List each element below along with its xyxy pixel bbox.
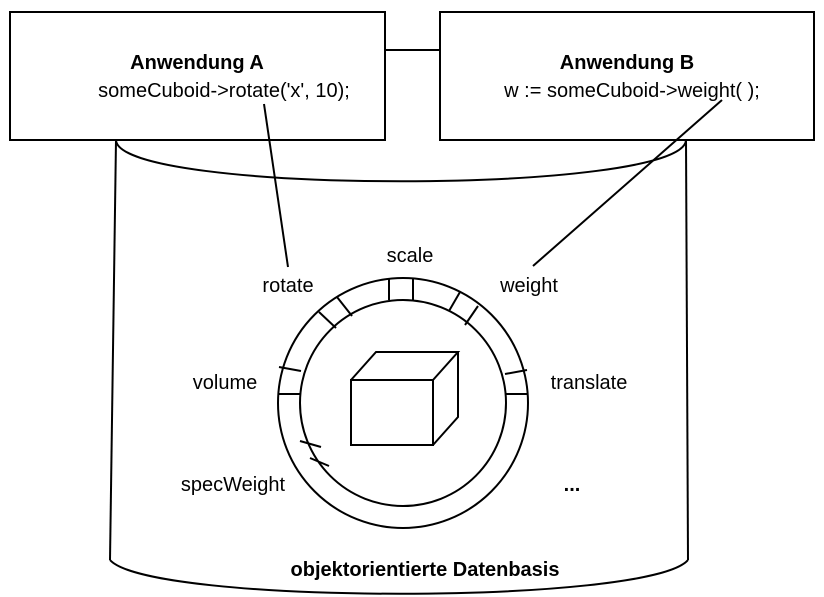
app-a-box xyxy=(9,11,386,141)
database-cylinder xyxy=(109,139,689,595)
method-label-translate: translate xyxy=(551,372,628,394)
cylinder-right-side xyxy=(685,139,689,561)
method-label-specweight: specWeight xyxy=(181,474,286,496)
app-b-code: w := someCuboid->weight( ); xyxy=(503,80,760,102)
app-b-title: Anwendung B xyxy=(560,52,694,74)
method-tick xyxy=(318,311,337,329)
cylinder-left-side xyxy=(109,139,117,561)
app-a-title: Anwendung A xyxy=(130,52,264,74)
cuboid-object xyxy=(277,277,529,529)
method-tick xyxy=(299,440,322,448)
method-label-weight: weight xyxy=(499,275,558,297)
weight-call-line xyxy=(532,99,723,267)
cuboid-icon xyxy=(350,351,461,446)
rotate-call-line xyxy=(263,103,289,268)
method-tick xyxy=(309,457,330,467)
app-b-box xyxy=(439,11,815,141)
cylinder-top-arc xyxy=(115,139,687,183)
method-label-more: ... xyxy=(564,474,581,496)
method-ticks xyxy=(278,278,528,467)
app-a-code: someCuboid->rotate('x', 10); xyxy=(98,80,350,102)
method-tick xyxy=(278,366,302,372)
method-label-rotate: rotate xyxy=(262,275,313,297)
method-label-scale: scale xyxy=(387,245,434,267)
method-label-volume: volume xyxy=(193,372,257,394)
database-label: objektorientierte Datenbasis xyxy=(291,559,560,581)
method-tick xyxy=(504,369,528,375)
method-tick xyxy=(464,305,479,326)
cylinder-bottom-arc xyxy=(109,559,689,595)
object-inner-ring xyxy=(299,299,507,507)
method-tick xyxy=(336,296,353,317)
object-outer-ring xyxy=(277,277,529,529)
method-tick xyxy=(448,291,461,312)
